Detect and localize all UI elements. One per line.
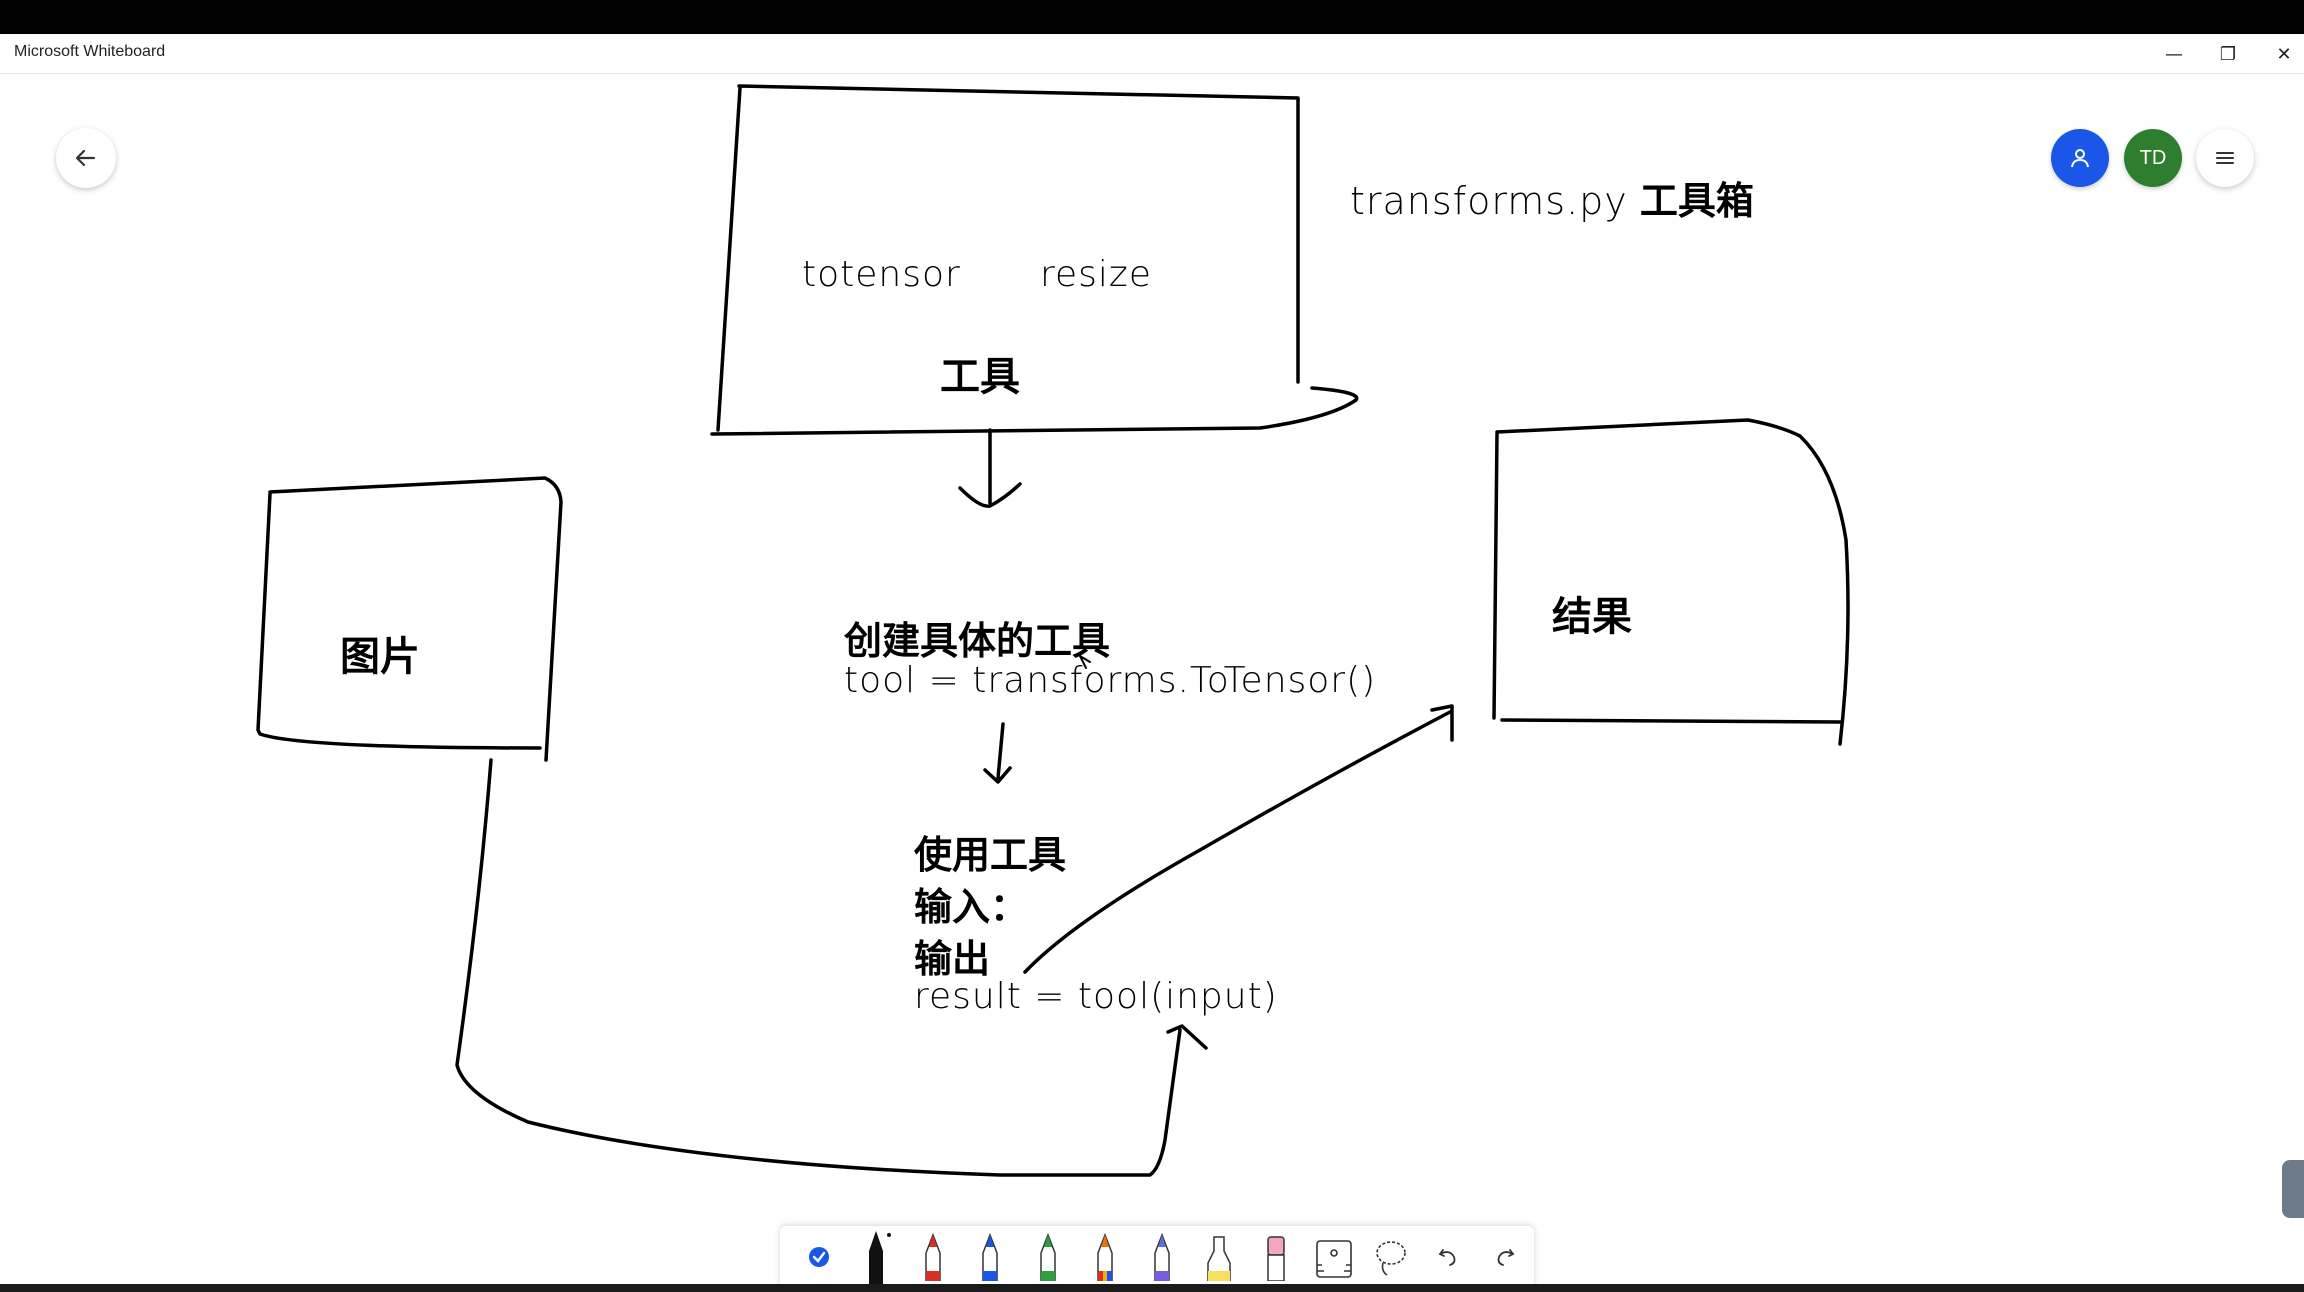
image-box-stroke bbox=[256, 476, 563, 762]
share-button[interactable] bbox=[2051, 129, 2109, 187]
path-image-to-input bbox=[455, 758, 1208, 1177]
result-box-stroke bbox=[1492, 418, 1850, 746]
pen-rainbow[interactable] bbox=[1076, 1226, 1133, 1288]
arrow-left-icon bbox=[75, 149, 96, 167]
user-avatar[interactable]: TD bbox=[2124, 129, 2182, 187]
ruler-tool[interactable] bbox=[1305, 1226, 1362, 1288]
arrow-to-result bbox=[1023, 704, 1454, 974]
checkmark-circle-icon bbox=[808, 1247, 829, 1267]
lasso-icon bbox=[1376, 1241, 1406, 1276]
undo-icon bbox=[1438, 1249, 1456, 1266]
use-tool-label: 使用工具 bbox=[914, 833, 1067, 877]
person-icon bbox=[2071, 149, 2089, 168]
ink-canvas[interactable] bbox=[0, 74, 2304, 1284]
create-tool-label: 创建具体的工具 bbox=[844, 619, 1111, 663]
ruler-icon bbox=[1315, 1240, 1352, 1278]
highlighter-icon bbox=[1207, 1236, 1231, 1281]
pen-green[interactable] bbox=[1019, 1226, 1076, 1288]
minimize-button[interactable]: — bbox=[2165, 43, 2183, 65]
arrow-create-down bbox=[983, 722, 1012, 784]
board-title-code: transforms.py bbox=[1350, 179, 1628, 223]
pen-red-icon bbox=[925, 1233, 941, 1281]
pen-galaxy[interactable] bbox=[1133, 1226, 1190, 1288]
pen-black-icon bbox=[868, 1231, 891, 1285]
ink-toolbar bbox=[780, 1226, 1534, 1288]
title-bar: Microsoft Whiteboard — ❐ ✕ bbox=[0, 34, 2304, 74]
lasso-tool[interactable] bbox=[1362, 1226, 1419, 1288]
image-box-label: 图片 bbox=[340, 634, 420, 680]
pen-red[interactable] bbox=[904, 1226, 961, 1288]
menu-button[interactable] bbox=[2196, 129, 2254, 187]
eraser-tool[interactable] bbox=[1248, 1226, 1305, 1288]
tools-box-label: 工具 bbox=[940, 354, 1020, 400]
pen-green-icon bbox=[1039, 1233, 1056, 1281]
eraser-icon bbox=[1267, 1236, 1286, 1281]
hamburger-icon bbox=[2216, 152, 2234, 164]
pen-galaxy-icon bbox=[1154, 1233, 1170, 1281]
select-tool[interactable] bbox=[790, 1226, 847, 1288]
tool-item-totensor: totensor bbox=[802, 254, 961, 295]
pen-black[interactable] bbox=[847, 1226, 904, 1288]
pen-blue-icon bbox=[982, 1233, 999, 1281]
redo-icon bbox=[1498, 1249, 1515, 1266]
tools-box-stroke bbox=[710, 84, 1359, 436]
output-label: 输出 bbox=[914, 937, 991, 981]
pen-rainbow-icon bbox=[1097, 1233, 1113, 1281]
board-title: transforms.py 工具箱 bbox=[1350, 170, 1754, 225]
redo-button[interactable] bbox=[1477, 1226, 1534, 1288]
top-black-bar bbox=[0, 0, 2304, 34]
tool-item-resize: resize bbox=[1040, 254, 1152, 295]
restore-button[interactable]: ❐ bbox=[2219, 43, 2237, 65]
app-title: Microsoft Whiteboard bbox=[14, 43, 166, 60]
board-title-cn: 工具箱 bbox=[1639, 179, 1754, 223]
close-button[interactable]: ✕ bbox=[2276, 43, 2292, 65]
side-panel-tab[interactable] bbox=[2282, 1160, 2304, 1218]
back-button[interactable] bbox=[56, 128, 116, 188]
result-box-label: 结果 bbox=[1552, 594, 1632, 640]
bottom-progress-strip bbox=[0, 1284, 2304, 1292]
create-tool-code: tool = transforms.ToTensor() bbox=[844, 660, 1377, 701]
input-label: 输入： bbox=[914, 885, 1029, 929]
undo-button[interactable] bbox=[1420, 1226, 1477, 1288]
result-code: result = tool(input) bbox=[914, 976, 1278, 1017]
pen-blue[interactable] bbox=[962, 1226, 1019, 1288]
arrow-tools-down bbox=[958, 428, 1022, 508]
highlighter-yellow[interactable] bbox=[1191, 1226, 1248, 1288]
cursor-icon bbox=[1079, 655, 1091, 669]
